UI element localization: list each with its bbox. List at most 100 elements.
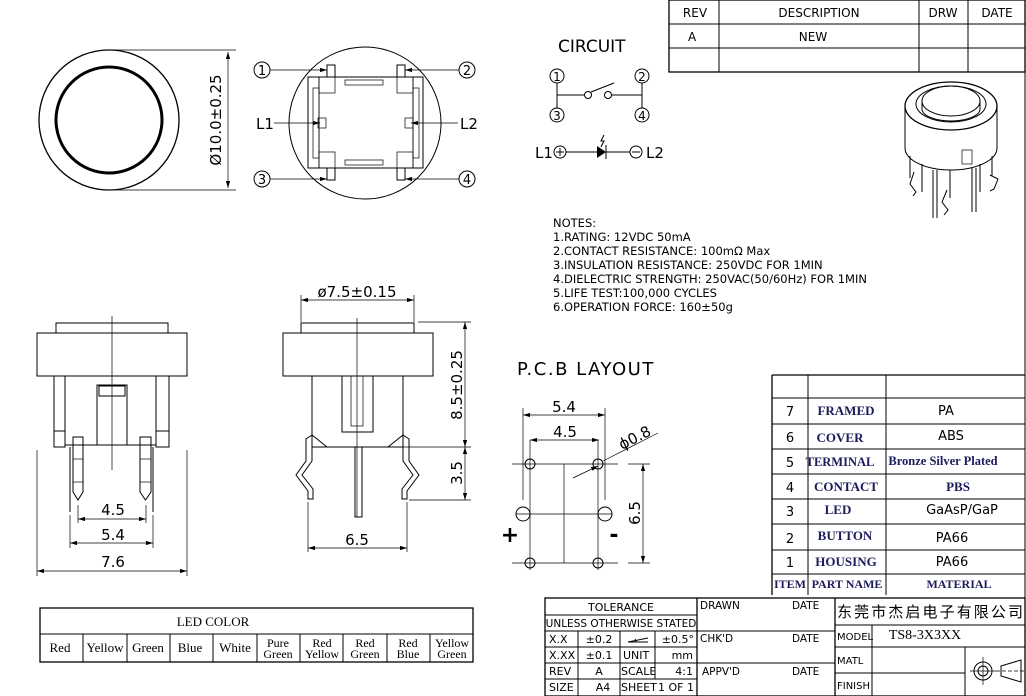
led-color-cell: White [219, 640, 251, 655]
dim-7-6: 7.6 [101, 553, 125, 571]
led-color-title: LED COLOR [177, 614, 250, 629]
led-color-cell: Green [350, 647, 379, 661]
dim-5-4: 5.4 [101, 526, 125, 544]
bom-part: TERMINAL [806, 455, 875, 469]
bom-item: 2 [786, 532, 794, 547]
led-color-cell: Blue [178, 640, 203, 655]
bom-material: GaAsP/GaP [926, 503, 998, 518]
approved-label: APPV'D [702, 666, 740, 678]
led-color-cell: Yellow [87, 640, 125, 655]
drw-header: DRW [929, 6, 958, 20]
bom-part: HOUSING [815, 554, 876, 569]
rev-value: A [595, 665, 603, 678]
bom-part-header: PART NAME [812, 577, 883, 591]
pcb-layout-title: P.C.B LAYOUT [517, 359, 655, 380]
unless-stated-label: UNLESS OTHERWISE STATED [546, 618, 697, 630]
size-label: SIZE [549, 681, 574, 694]
circuit-pin-2: 2 [638, 70, 646, 84]
pcb-dim-5-4: 5.4 [552, 398, 576, 416]
pcb-minus: - [609, 523, 618, 548]
l2-label: L2 [460, 115, 478, 133]
bom-material: PA [938, 404, 954, 419]
matl-label: MATL [837, 656, 864, 667]
description-header: DESCRIPTION [778, 6, 859, 20]
pitch-dim: 6.5 [345, 531, 369, 549]
date-header: DATE [981, 6, 1012, 20]
isometric-switch-view [904, 81, 999, 218]
bom-item: 4 [786, 481, 794, 496]
unit-value: mm [672, 649, 693, 662]
circuit-title: CIRCUIT [558, 37, 626, 57]
bom-item: 7 [786, 405, 794, 420]
checked-label: CHK'D [700, 633, 733, 645]
xx-tolerance: ±0.2 [586, 633, 613, 646]
note-4: 4.DIELECTRIC STRENGTH: 250VAC(50/60Hz) F… [553, 272, 867, 286]
led-color-cell: Yellow [435, 636, 469, 650]
pcb-dim-6-5: 6.5 [626, 501, 644, 525]
dim-4-5: 4.5 [101, 501, 125, 519]
bom-part: BUTTON [818, 528, 873, 543]
pcb-dim-4-5: 4.5 [553, 423, 577, 441]
pin-1-label: 1 [258, 64, 266, 79]
front-view: 4.5 5.4 7.6 [36, 316, 188, 576]
led-color-cell: Yellow [305, 647, 339, 661]
led-color-cell: Pure [267, 636, 289, 650]
pin-length-dim: 3.5 [448, 461, 466, 485]
rev-description: NEW [799, 30, 828, 44]
notes-title: NOTES: [553, 216, 596, 230]
bom-item: 6 [786, 431, 794, 446]
size-value: A4 [596, 681, 611, 694]
led-color-cell: Red [355, 636, 374, 650]
bom-material: PA66 [936, 531, 968, 546]
pcb-hole-diameter: ϕ0.8 [616, 422, 654, 453]
xxx-label: X.XX [549, 649, 576, 662]
cap-diameter-dim: ø7.5±0.15 [318, 283, 397, 301]
model-value: TS8-3X3XX [889, 628, 961, 643]
pin-4-label: 4 [463, 173, 471, 188]
bom-part: LED [825, 502, 852, 517]
led-color-cell: Blue [397, 647, 420, 661]
revision-table: REV DESCRIPTION DRW DATE A NEW [668, 0, 1026, 73]
rev-header: REV [683, 6, 708, 20]
note-2: 2.CONTACT RESISTANCE: 100mΩ Max [553, 244, 770, 258]
bom-item: 3 [786, 505, 794, 520]
xxx-tolerance: ±0.1 [586, 649, 613, 662]
circuit-pin-1: 1 [553, 70, 561, 84]
checked-date-label: DATE [792, 633, 819, 645]
xx-label: X.X [549, 633, 568, 646]
sheet-label: SHEET [621, 681, 657, 694]
circuit-l1: L1 [535, 144, 553, 162]
unit-label: UNIT [623, 649, 650, 662]
note-6: 6.OPERATION FORCE: 160±50g [553, 300, 733, 314]
drawn-label: DRAWN [700, 600, 740, 612]
bom-item: 5 [786, 456, 794, 471]
pcb-layout: P.C.B LAYOUT 5.4 4.5 6.5 ϕ0.8 + - [501, 359, 659, 570]
bom-part: CONTACT [814, 479, 878, 494]
l1-label: L1 [256, 115, 274, 133]
pcb-plus: + [501, 523, 519, 548]
sheet-value: 1 OF 1 [658, 681, 694, 694]
side-view: ø7.5±0.15 8.5±0.25 3.5 6.5 [282, 283, 471, 552]
led-color-table: LED COLOR Red Yellow Green Blue White Pu… [39, 607, 474, 663]
led-color-cell: Red [50, 640, 71, 655]
led-color-cell: Green [132, 640, 164, 655]
bottom-view: 1 2 3 4 L1 L2 [253, 46, 478, 200]
pin-3-label: 3 [258, 173, 266, 188]
rev-label: REV [549, 665, 572, 678]
notes: NOTES: 1.RATING: 12VDC 50mA 2.CONTACT RE… [553, 216, 867, 314]
bom-part: COVER [817, 430, 865, 445]
drawn-date-label: DATE [792, 600, 819, 612]
bom-material-header: MATERIAL [926, 577, 991, 591]
bom-item-header: ITEM [774, 577, 806, 591]
rev-value: A [688, 30, 697, 44]
note-3: 3.INSULATION RESISTANCE: 250VDC FOR 1MIN [553, 258, 823, 272]
scale-value: 4:1 [675, 665, 693, 678]
bom-material: Bronze Silver Plated [888, 454, 997, 468]
led-color-cell: Red [398, 636, 417, 650]
pin-2-label: 2 [463, 64, 471, 79]
bom-item: 1 [786, 556, 794, 571]
company-name: 东莞市杰启电子有限公司 [837, 604, 1023, 621]
diameter-dimension: Ø10.0±0.25 [207, 74, 225, 165]
title-block: TOLERANCE UNLESS OTHERWISE STATED X.X ±0… [544, 597, 1026, 696]
